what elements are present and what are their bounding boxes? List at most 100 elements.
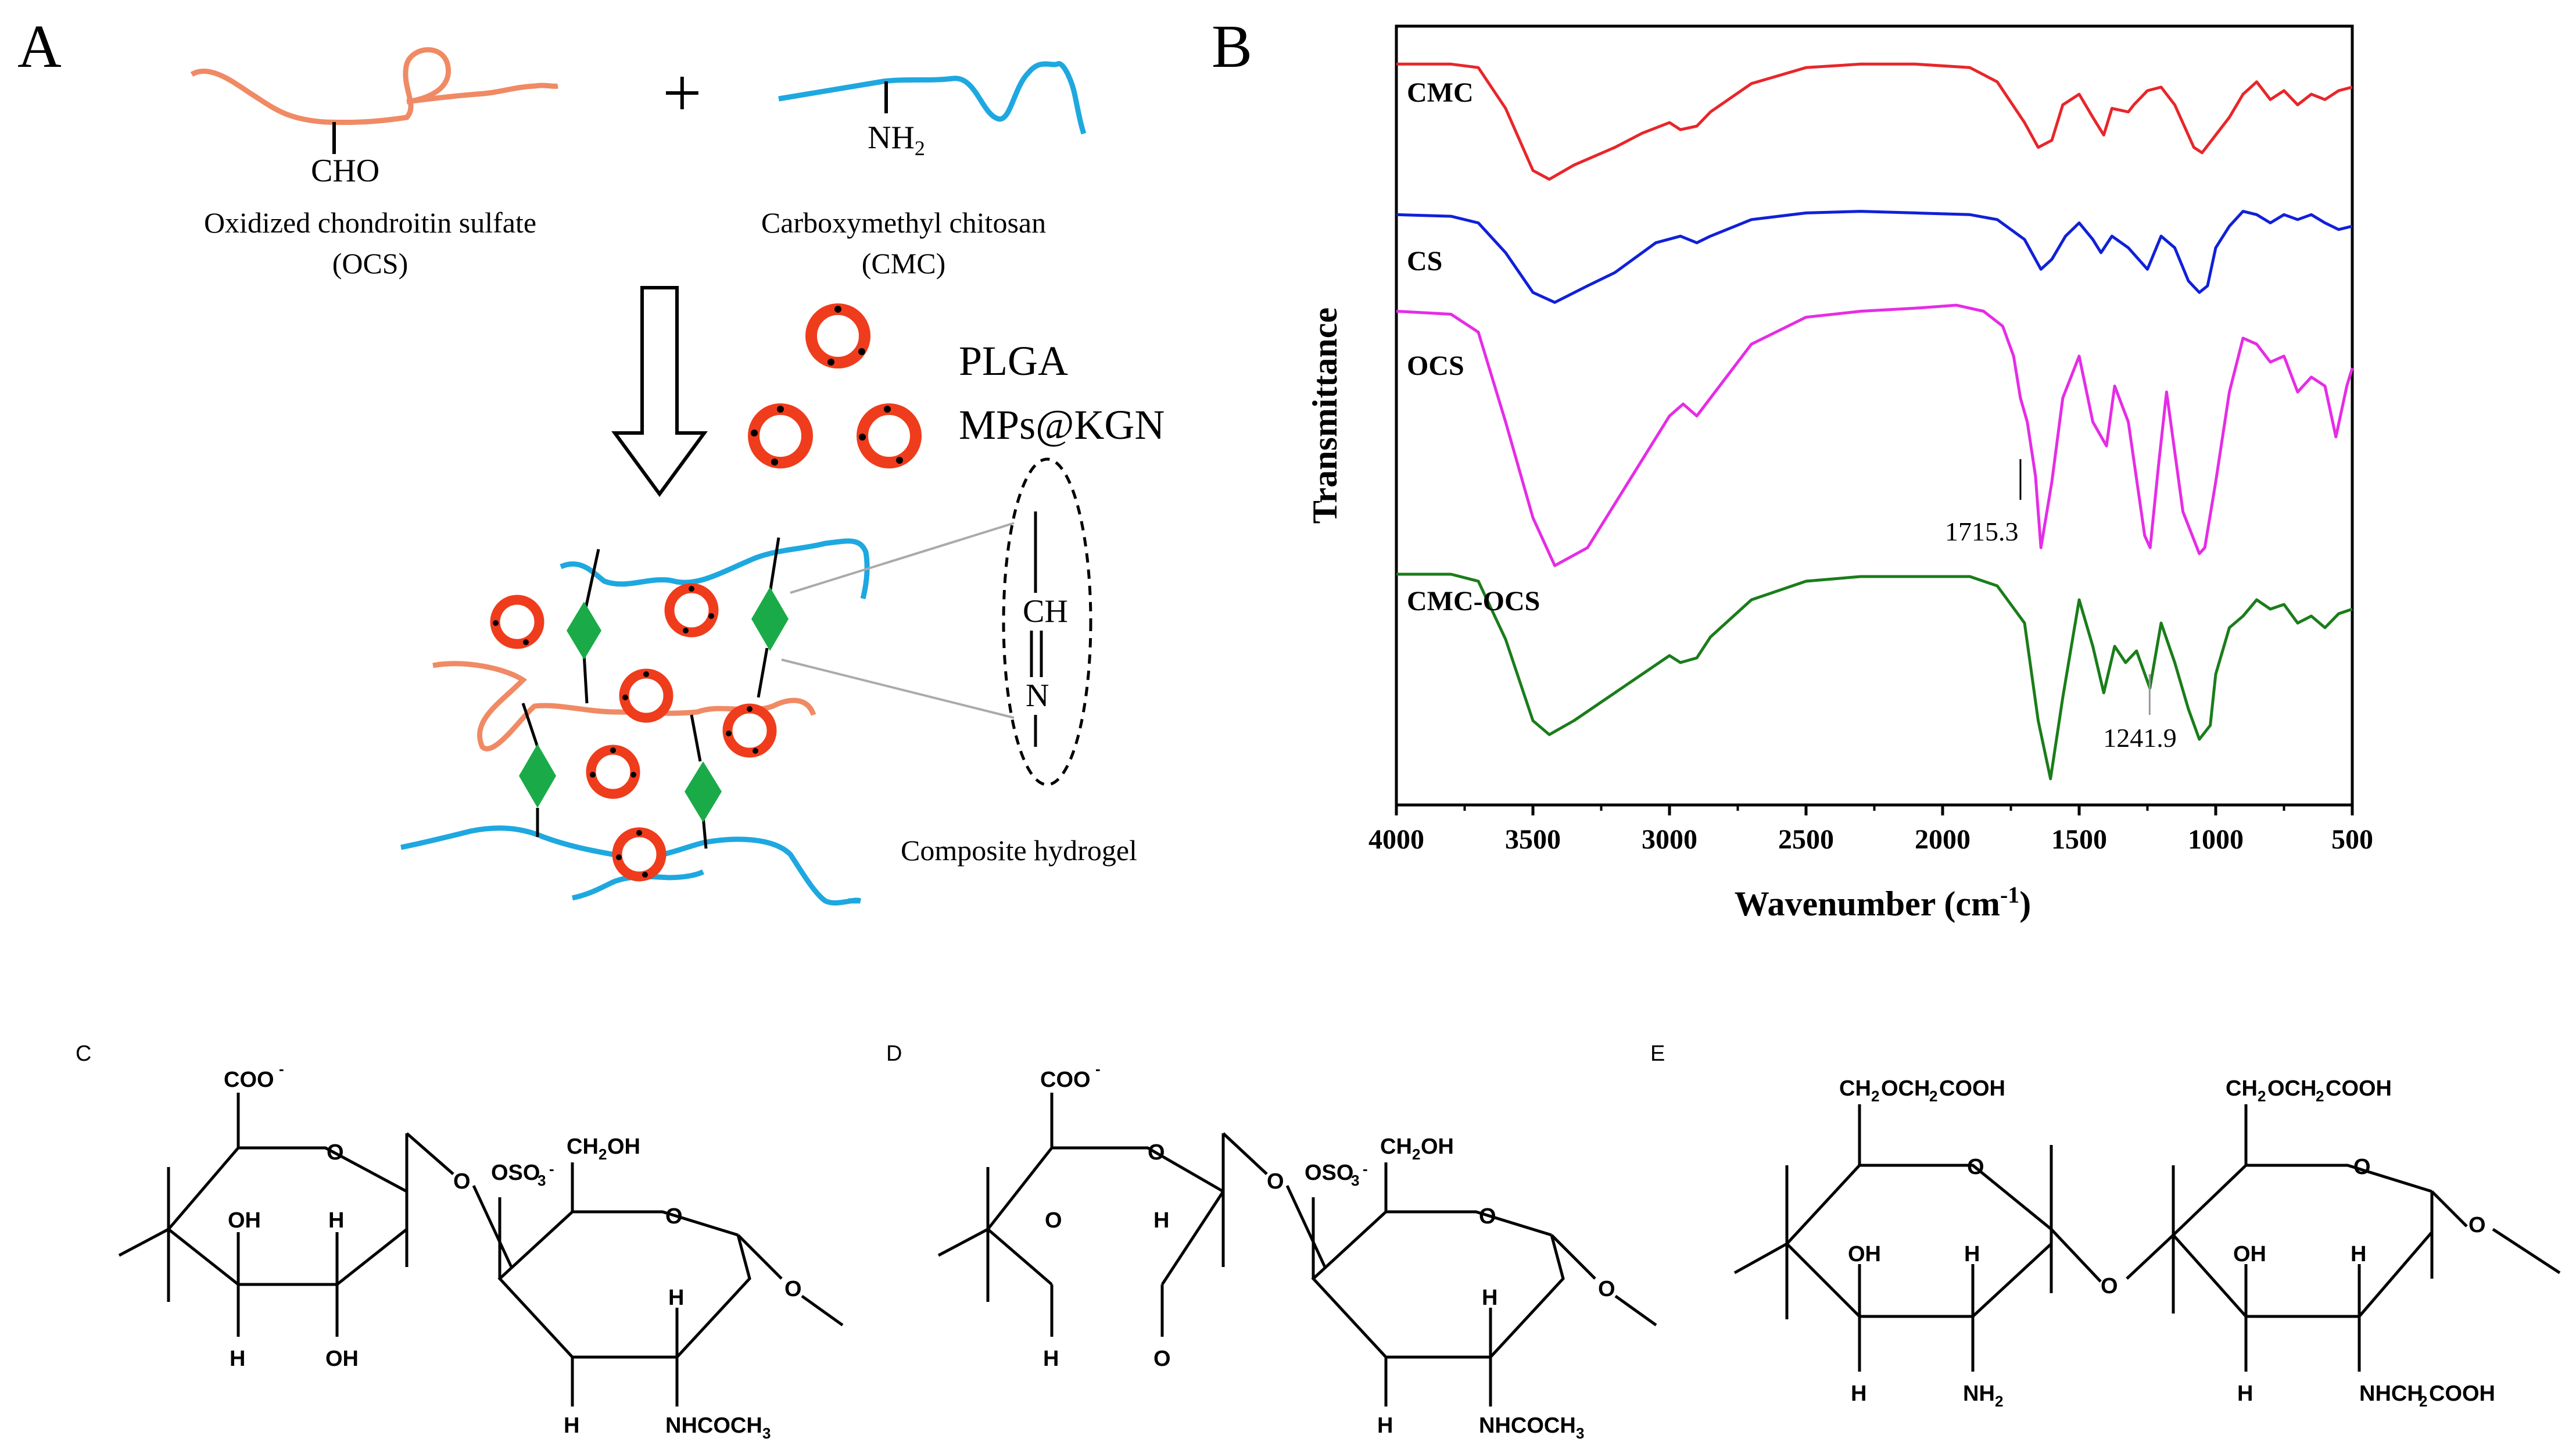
microsphere xyxy=(722,703,777,758)
hydrogen-label: H xyxy=(1851,1382,1866,1406)
cmc-name: Carboxymethyl chitosan xyxy=(761,206,1046,239)
acetamido-label: NHCOCH xyxy=(1479,1413,1576,1438)
x-axis-label: Wavenumber (cm-1) xyxy=(1735,882,2032,923)
panel-label-d: D xyxy=(886,1042,902,1066)
acetamido-label: NHCOCH xyxy=(665,1413,762,1438)
subscript: 3 xyxy=(538,1172,546,1189)
microsphere xyxy=(490,595,544,649)
charge-label: - xyxy=(1095,1060,1101,1078)
series-label: OCS xyxy=(1407,350,1464,381)
carboxymethyl-label: COOH xyxy=(2326,1076,2392,1101)
imine-bottom-label: N xyxy=(1026,678,1049,714)
carboxymethylamino-label: NHCH xyxy=(2359,1382,2423,1406)
hydrogen-label: H xyxy=(1482,1286,1497,1310)
amino-label: NH xyxy=(1963,1382,1995,1406)
reaction-arrow xyxy=(611,286,708,498)
x-tick-label: 1000 xyxy=(2188,824,2244,855)
x-tick-label: 2000 xyxy=(1915,824,1970,855)
hydrogen-label: H xyxy=(668,1286,684,1310)
hydrogen-label: H xyxy=(2237,1382,2253,1406)
carboxylate-label: COO xyxy=(1040,1068,1091,1092)
series-line-cmc xyxy=(1396,62,2353,181)
microsphere xyxy=(748,403,813,468)
sulfate-label: OSO xyxy=(1305,1161,1353,1185)
x-tick-label: 3500 xyxy=(1505,824,1561,855)
hydrogen-label: H xyxy=(328,1208,344,1233)
glycosidic-oxygen-label: O xyxy=(2101,1274,2118,1298)
carboxylate-label: COO xyxy=(224,1068,274,1092)
subscript: 2 xyxy=(2258,1087,2266,1105)
microsphere xyxy=(619,668,673,723)
callout-line xyxy=(781,658,1015,719)
y-axis-label: Transmittance xyxy=(1306,307,1344,524)
aldehyde-oxygen-label: O xyxy=(1153,1347,1171,1371)
glycosidic-oxygen-label: O xyxy=(784,1277,802,1301)
imine-callout xyxy=(1002,457,1092,786)
panel-label-a: A xyxy=(17,12,62,80)
subscript: 3 xyxy=(1351,1172,1359,1189)
charge-label: - xyxy=(1363,1160,1368,1178)
subscript: 2 xyxy=(1995,1393,2003,1410)
hydroxyl-label: OH xyxy=(1848,1242,1881,1266)
structure-e: CH 2 OCH 2 COOH O OH H H NH 2 O CH 2 xyxy=(1733,1076,2561,1410)
ocs-group-label: CHO xyxy=(311,153,379,189)
charge-label: - xyxy=(549,1160,554,1178)
panel-c: C COO - O OH H H OH O xyxy=(76,1042,844,1442)
carboxymethyl-label: COOH xyxy=(1939,1076,2005,1101)
hydrogen-label: H xyxy=(1043,1347,1059,1371)
hydroxymethyl-label: OH xyxy=(1421,1135,1454,1159)
structure-d: COO - O O H H O O OSO 3 - CH 2 OH O H xyxy=(937,1060,1657,1442)
panel-label-c: C xyxy=(76,1042,91,1066)
microsphere xyxy=(586,745,640,799)
hydroxyl-label: OH xyxy=(2233,1242,2266,1266)
microsphere-group xyxy=(748,303,922,468)
hydrogel-network xyxy=(400,537,870,906)
hydroxymethyl-label: CH xyxy=(1380,1135,1412,1159)
hydrogen-label: H xyxy=(1377,1413,1393,1438)
microsphere xyxy=(612,827,667,882)
glycosidic-oxygen-label: O xyxy=(2468,1213,2486,1237)
ocs-chain xyxy=(190,47,558,126)
series-label: CMC xyxy=(1407,77,1474,108)
x-tick-label: 2500 xyxy=(1778,824,1834,855)
hydrogen-label: H xyxy=(1964,1242,1980,1266)
subscript: 2 xyxy=(1412,1146,1420,1163)
plus-sign: + xyxy=(662,54,702,131)
ring-oxygen-label: O xyxy=(327,1140,344,1165)
imine-crosslink xyxy=(519,744,556,808)
cmc-chain xyxy=(560,538,870,600)
mp-label-line2: MPs@KGN xyxy=(959,402,1165,448)
ring-oxygen-label: O xyxy=(1479,1204,1496,1229)
structure-c: COO - O OH H H OH O OSO 3 - CH 2 OH O xyxy=(118,1060,844,1442)
panel-label-e: E xyxy=(1650,1042,1665,1066)
series-line-cs xyxy=(1396,210,2353,304)
cmc-abbr: (CMC) xyxy=(862,247,945,280)
series-labels: CMC CS OCS CMC-OCS xyxy=(1407,77,1540,617)
series-label: CMC-OCS xyxy=(1407,586,1540,617)
spectra xyxy=(1396,62,2354,781)
sulfate-label: OSO xyxy=(491,1161,540,1185)
imine-crosslink xyxy=(567,602,601,660)
microsphere xyxy=(857,403,922,468)
ring-oxygen-label: O xyxy=(1148,1140,1165,1165)
imine-crosslink xyxy=(751,587,789,651)
hydrogen-label: H xyxy=(2351,1242,2366,1266)
x-tick-label: 1500 xyxy=(2051,824,2107,855)
hydroxyl-label: OH xyxy=(228,1208,261,1233)
series-label: CS xyxy=(1407,246,1442,277)
annotation-label: 1241.9 xyxy=(2103,723,2177,753)
hydrogen-label: H xyxy=(1153,1208,1169,1233)
panel-d: D COO - O O H H O O xyxy=(886,1042,1657,1442)
series-line-cmc-ocs xyxy=(1396,572,2353,781)
ring-oxygen-label: O xyxy=(1967,1155,1984,1179)
subscript: 2 xyxy=(1929,1087,1937,1105)
x-tick-label: 500 xyxy=(2331,824,2373,855)
imine-top-label: CH xyxy=(1023,593,1068,629)
carboxymethyl-label: OCH xyxy=(2267,1076,2316,1101)
panel-label-b: B xyxy=(1212,12,1252,80)
mp-label-line1: PLGA xyxy=(959,338,1068,384)
